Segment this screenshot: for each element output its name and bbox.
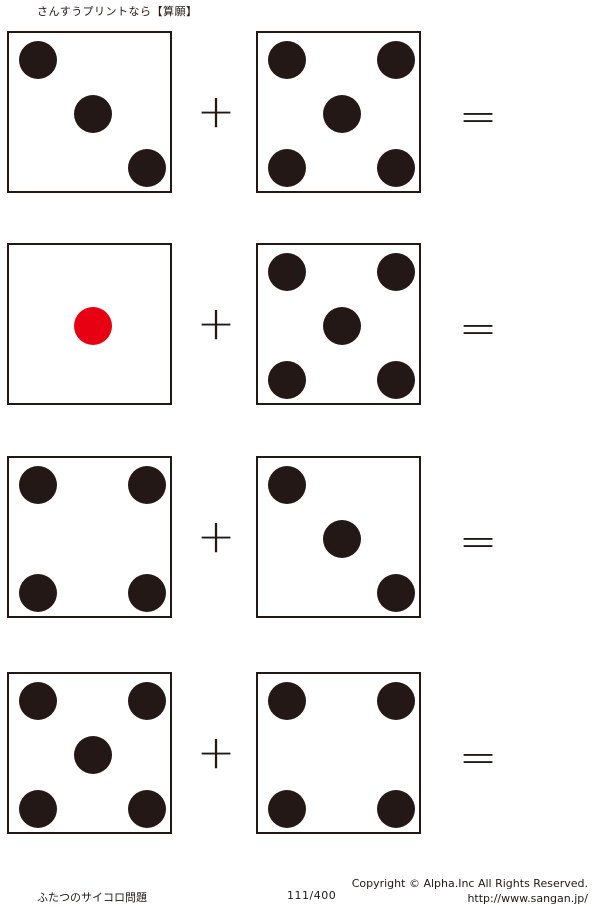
die-pip [377, 253, 415, 291]
die-pip [377, 41, 415, 79]
die-pip [268, 790, 306, 828]
die-pip [268, 149, 306, 187]
die-pip [377, 682, 415, 720]
die-pip [323, 520, 361, 558]
die-pip [268, 682, 306, 720]
worksheet-title: ふたつのサイコロ問題 [37, 891, 147, 904]
die-pip [19, 574, 57, 612]
plus-sign: + [196, 509, 236, 563]
site-url[interactable]: http://www.sangan.jp/ [467, 892, 588, 905]
die-pip [268, 361, 306, 399]
left-die-3 [7, 456, 172, 618]
die-pip [377, 149, 415, 187]
die-pip [74, 307, 112, 345]
die-pip [128, 574, 166, 612]
equals-sign: = [458, 730, 498, 784]
die-pip [19, 790, 57, 828]
die-pip [19, 41, 57, 79]
die-pip [377, 574, 415, 612]
die-pip [377, 790, 415, 828]
die-pip [128, 149, 166, 187]
die-pip [128, 466, 166, 504]
right-die-4 [256, 672, 421, 834]
die-pip [377, 361, 415, 399]
die-pip [268, 41, 306, 79]
copyright-text: Copyright © Alpha.Inc All Rights Reserve… [351, 877, 588, 890]
right-die-2 [256, 243, 421, 405]
plus-sign: + [196, 725, 236, 779]
right-die-1 [256, 31, 421, 193]
copyright-block: Copyright © Alpha.Inc All Rights Reserve… [352, 876, 588, 906]
die-pip [74, 736, 112, 774]
plus-sign: + [196, 84, 236, 138]
die-pip [19, 466, 57, 504]
die-pip [19, 682, 57, 720]
equals-sign: = [458, 89, 498, 143]
page-number: 111/400 [287, 889, 337, 902]
equals-sign: = [458, 301, 498, 355]
die-pip [128, 682, 166, 720]
right-die-3 [256, 456, 421, 618]
equals-sign: = [458, 514, 498, 568]
page-header-title: さんすうプリントなら【算願】 [37, 5, 198, 18]
die-pip [268, 466, 306, 504]
left-die-1 [7, 31, 172, 193]
die-pip [323, 95, 361, 133]
die-pip [74, 95, 112, 133]
die-pip [268, 253, 306, 291]
left-die-2 [7, 243, 172, 405]
die-pip [323, 307, 361, 345]
plus-sign: + [196, 296, 236, 350]
die-pip [128, 790, 166, 828]
left-die-4 [7, 672, 172, 834]
